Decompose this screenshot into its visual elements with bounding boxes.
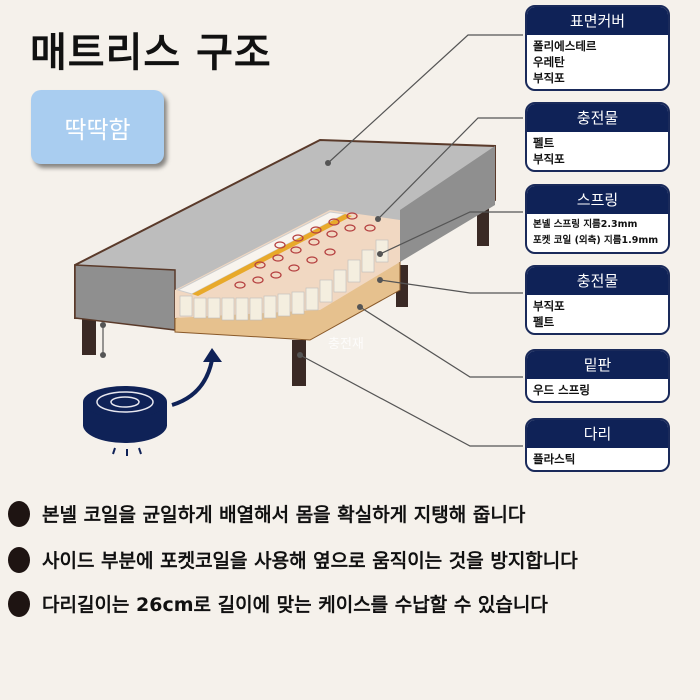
watermark-text: 충전재 (328, 337, 364, 352)
feature-item: 다리길이는 26cm로 길이에 맞는 케이스를 수납할 수 있습니다 (8, 590, 548, 617)
card-title: 충전물 (527, 104, 668, 132)
card-item: 폴리에스테르 (533, 39, 597, 53)
spring-icon (179, 239, 389, 321)
mattress-diagram (74, 34, 523, 456)
firmness-label: 딱딱함 (64, 115, 131, 144)
card-item: 펠트 (533, 315, 555, 329)
feature-item: 사이드 부분에 포켓코일을 사용해 옆으로 움직이는 것을 방지합니다 (8, 546, 578, 573)
card-item: 부직포 (533, 152, 565, 166)
card-item: 부직포 (533, 71, 565, 85)
card-item: 우레탄 (533, 55, 565, 69)
bullet-icon (8, 546, 30, 573)
card-legs: 다리 플라스틱 (525, 418, 670, 472)
card-item: 플라스틱 (533, 452, 576, 466)
card-title: 표면커버 (527, 7, 668, 35)
card-spring: 스프링 본넬 스프링 지름2.3mm 포켓 코일 (외측) 지름1.9mm (525, 184, 670, 254)
card-title: 밑판 (527, 351, 668, 379)
firmness-badge: 딱딱함 (31, 90, 164, 164)
card-title: 다리 (527, 420, 668, 448)
card-item: 본넬 스프링 지름2.3mm (533, 219, 638, 230)
card-item: 부직포 (533, 299, 565, 313)
card-title: 스프링 (527, 186, 668, 214)
card-item: 펠트 (533, 136, 555, 150)
card-base-board: 밑판 우드 스프링 (525, 349, 670, 403)
bullet-icon (8, 500, 30, 527)
card-title: 충전물 (527, 267, 668, 295)
card-item: 우드 스프링 (533, 383, 590, 397)
robot-vacuum-icon (83, 386, 167, 456)
curved-arrow-up-icon (171, 348, 222, 407)
page-title: 매트리스 구조 (30, 30, 272, 76)
card-item: 포켓 코일 (외측) 지름1.9mm (533, 235, 659, 246)
feature-item: 본넬 코일을 균일하게 배열해서 몸을 확실하게 지탱해 줍니다 (8, 500, 525, 527)
bullet-icon (8, 590, 30, 617)
